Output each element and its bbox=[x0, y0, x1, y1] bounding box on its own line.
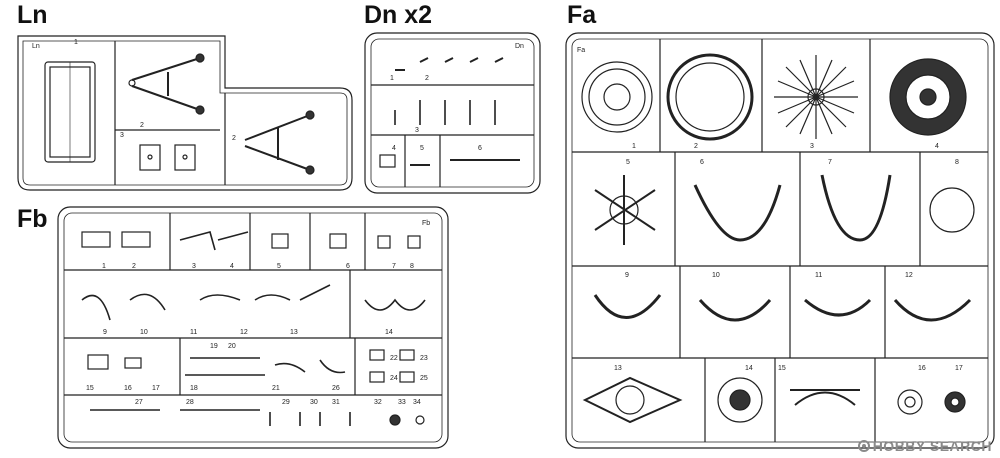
part-number: 24 bbox=[390, 375, 398, 382]
part-number: 31 bbox=[332, 399, 340, 406]
part-number: 1 bbox=[74, 39, 78, 46]
part-number: 20 bbox=[228, 343, 236, 350]
hobby-search-logo-icon bbox=[857, 440, 870, 452]
part-number: 4 bbox=[392, 145, 396, 152]
part-number: 2 bbox=[694, 143, 698, 150]
part-number: 30 bbox=[310, 399, 318, 406]
part-number: 14 bbox=[745, 365, 753, 372]
part-number: 12 bbox=[240, 329, 248, 336]
part-number: 2 bbox=[140, 122, 144, 129]
part-number: 11 bbox=[190, 329, 197, 336]
part-number: 6 bbox=[478, 145, 482, 152]
part-number: 18 bbox=[190, 385, 198, 392]
sprue-fb bbox=[57, 206, 449, 449]
part-number: 9 bbox=[625, 272, 629, 279]
part-number: 13 bbox=[290, 329, 298, 336]
part-number: 1 bbox=[102, 263, 106, 270]
part-number: 17 bbox=[152, 385, 160, 392]
tag-fa: Fa bbox=[577, 47, 585, 54]
part-number: 1 bbox=[632, 143, 636, 150]
part-number: 33 bbox=[398, 399, 406, 406]
sprue-ln bbox=[17, 35, 353, 191]
part-number: 9 bbox=[103, 329, 107, 336]
part-number: 15 bbox=[86, 385, 94, 392]
part-number: 8 bbox=[955, 159, 959, 166]
part-number: 3 bbox=[120, 132, 124, 139]
watermark-text: HOBBY SEARCH bbox=[872, 438, 992, 454]
part-number: 1 bbox=[390, 75, 394, 82]
part-number: 3 bbox=[810, 143, 814, 150]
part-number: 27 bbox=[135, 399, 143, 406]
part-number: 4 bbox=[230, 263, 234, 270]
part-number: 25 bbox=[420, 375, 428, 382]
tag-ln: Ln bbox=[32, 43, 40, 50]
part-number: 5 bbox=[420, 145, 424, 152]
part-number: 2 bbox=[232, 135, 236, 142]
part-number: 26 bbox=[332, 385, 340, 392]
part-number: 3 bbox=[415, 127, 419, 134]
part-number: 34 bbox=[413, 399, 421, 406]
part-number: 19 bbox=[210, 343, 218, 350]
part-number: 11 bbox=[815, 272, 822, 279]
sprue-title-ln: Ln bbox=[17, 1, 48, 29]
part-number: 2 bbox=[132, 263, 136, 270]
part-number: 5 bbox=[626, 159, 630, 166]
part-number: 17 bbox=[955, 365, 963, 372]
part-number: 14 bbox=[385, 329, 393, 336]
part-number: 2 bbox=[425, 75, 429, 82]
part-number: 32 bbox=[374, 399, 382, 406]
part-number: 7 bbox=[828, 159, 832, 166]
part-number: 10 bbox=[140, 329, 148, 336]
watermark: HOBBY SEARCH bbox=[857, 438, 992, 454]
part-number: 6 bbox=[346, 263, 350, 270]
tag-dn: Dn bbox=[515, 43, 524, 50]
part-number: 29 bbox=[282, 399, 290, 406]
part-number: 4 bbox=[935, 143, 939, 150]
part-number: 21 bbox=[272, 385, 280, 392]
sprue-dn bbox=[364, 32, 541, 194]
part-number: 5 bbox=[277, 263, 281, 270]
sprue-title-fb: Fb bbox=[17, 205, 48, 233]
sprue-fa bbox=[565, 32, 995, 449]
part-number: 12 bbox=[905, 272, 913, 279]
part-number: 16 bbox=[124, 385, 132, 392]
part-number: 8 bbox=[410, 263, 414, 270]
part-number: 22 bbox=[390, 355, 398, 362]
part-number: 23 bbox=[420, 355, 428, 362]
part-number: 28 bbox=[186, 399, 194, 406]
part-number: 7 bbox=[392, 263, 396, 270]
part-number: 6 bbox=[700, 159, 704, 166]
tag-fb: Fb bbox=[422, 220, 430, 227]
sprue-title-dn: Dn x2 bbox=[364, 1, 433, 29]
sprue-title-fa: Fa bbox=[567, 1, 597, 29]
part-number: 16 bbox=[918, 365, 926, 372]
part-number: 10 bbox=[712, 272, 720, 279]
part-number: 13 bbox=[614, 365, 622, 372]
part-number: 3 bbox=[192, 263, 196, 270]
part-number: 15 bbox=[778, 365, 786, 372]
